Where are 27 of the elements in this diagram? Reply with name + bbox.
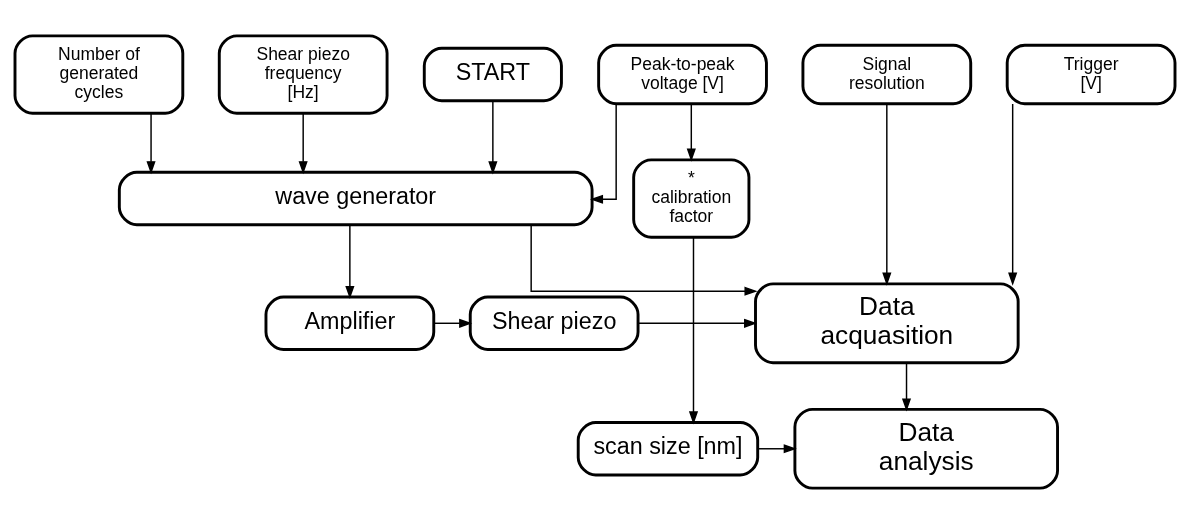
arrow (688, 236, 699, 425)
node-box: Trigger [V] (1005, 43, 1177, 106)
node-box: Data acquasition (754, 282, 1020, 365)
arrow (530, 224, 758, 296)
node-box: Amplifier (264, 295, 436, 351)
node-box: Data analysis (793, 407, 1059, 490)
arrow (146, 113, 156, 175)
node-box: Signal resolution (801, 43, 973, 106)
arrow (901, 362, 912, 412)
node-box: Number of generated cycles (13, 34, 185, 115)
node-box: * calibration factor (632, 158, 751, 239)
arrow (757, 444, 797, 454)
arrow (1008, 103, 1018, 286)
node-box: Shear piezo frequency [Hz] (217, 34, 389, 115)
arrow (686, 103, 696, 162)
arrow (298, 113, 308, 175)
node-box: Shear piezo (468, 295, 640, 351)
arrow (589, 103, 617, 204)
node-box: scan size [nm] (576, 421, 760, 477)
node-box: START (422, 46, 563, 103)
arrow (488, 100, 498, 175)
arrow (882, 103, 892, 286)
node-box: Peak-to-peak voltage [V] (597, 43, 768, 106)
arrow (433, 318, 473, 328)
arrow (637, 318, 758, 328)
node-box: wave generator (117, 170, 594, 227)
arrow (345, 224, 355, 300)
